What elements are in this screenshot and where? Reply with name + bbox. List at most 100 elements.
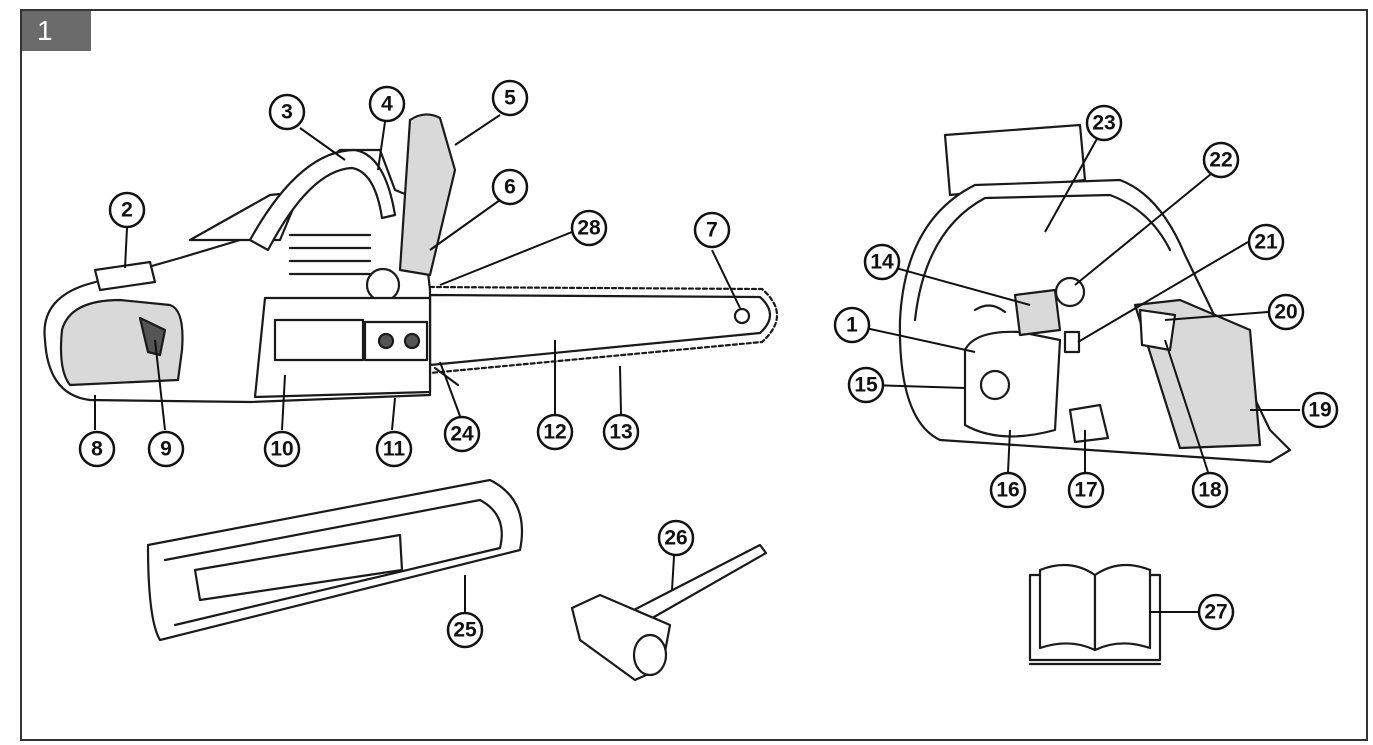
callout-7: 7	[693, 211, 731, 249]
svg-text:27: 27	[1204, 601, 1227, 624]
bar-nuts-plate-icon	[363, 320, 429, 362]
leader-9	[154, 339, 166, 431]
rear-handle-icon	[59, 298, 184, 387]
callout-17: 17	[1067, 471, 1105, 509]
leader-10	[281, 374, 286, 431]
leader-5	[454, 114, 501, 146]
svg-text:22: 22	[1209, 149, 1232, 172]
callout-19: 19	[1301, 391, 1339, 429]
leader-28	[439, 231, 573, 286]
leader-4	[377, 121, 386, 171]
bar-nose-sprocket-icon	[733, 307, 751, 325]
callout-1: 1	[833, 306, 871, 344]
svg-text:16: 16	[996, 479, 1019, 502]
svg-text:12: 12	[543, 421, 566, 444]
svg-text:7: 7	[706, 219, 718, 242]
leader-7	[711, 249, 741, 309]
callout-21: 21	[1247, 223, 1285, 261]
svg-text:25: 25	[453, 619, 477, 642]
callout-2: 2	[108, 191, 146, 229]
instruction-manual-book-icon	[1028, 563, 1162, 666]
svg-text:3: 3	[281, 101, 293, 124]
starter-housing-icon	[963, 330, 1062, 438]
primer-bulb-icon	[1063, 330, 1081, 354]
svg-text:1: 1	[846, 314, 858, 337]
rear-view-hand-guard-icon	[943, 123, 1087, 197]
leader-13	[619, 365, 622, 415]
leader-20	[1164, 311, 1269, 321]
svg-text:26: 26	[664, 527, 687, 550]
leader-6	[429, 199, 501, 251]
spark-plug-wrench-icon	[570, 543, 768, 682]
spark-plug-cap-icon	[1054, 276, 1086, 308]
callout-22: 22	[1202, 141, 1240, 179]
callout-12: 12	[536, 413, 574, 451]
leader-2	[124, 227, 128, 269]
callout-26: 26	[657, 519, 695, 557]
figure-border	[20, 9, 1368, 741]
bar-nut-1-icon	[377, 332, 395, 350]
bar-nut-2-icon	[403, 332, 421, 350]
callout-8: 8	[78, 430, 116, 468]
callout-9: 9	[147, 430, 185, 468]
air-filter-cover-icon	[1013, 288, 1062, 337]
svg-text:11: 11	[383, 438, 406, 461]
callout-25: 25	[446, 611, 484, 649]
decompression-valve-icon	[973, 304, 1007, 314]
bar-cover-icon	[146, 478, 524, 642]
callout-6: 6	[491, 168, 529, 206]
rear-view-switch-icon	[1138, 308, 1177, 352]
callout-16: 16	[989, 471, 1027, 509]
leader-22	[1074, 164, 1223, 286]
callout-11: 11	[375, 430, 413, 468]
callout-4: 4	[368, 85, 406, 123]
leader-24	[439, 361, 461, 417]
callout-28: 28	[570, 209, 608, 247]
svg-text:13: 13	[609, 421, 632, 444]
figure-number-tag: 1	[21, 10, 91, 51]
svg-text:17: 17	[1074, 479, 1097, 502]
callout-15: 15	[847, 366, 885, 404]
svg-text:18: 18	[1198, 479, 1222, 502]
leader-15	[869, 384, 966, 389]
cylinder-fins-icon	[288, 233, 372, 276]
callout-10: 10	[263, 430, 301, 468]
svg-text:14: 14	[870, 251, 894, 274]
callout-20: 20	[1267, 293, 1305, 331]
svg-text:8: 8	[91, 438, 103, 461]
svg-text:5: 5	[504, 87, 516, 110]
svg-text:15: 15	[854, 374, 878, 397]
svg-text:6: 6	[504, 176, 516, 199]
callout-24: 24	[443, 415, 481, 453]
callout-14: 14	[863, 243, 901, 281]
choke-knob-icon	[93, 260, 157, 292]
chainsaw-side-view-icon	[43, 113, 778, 404]
svg-text:19: 19	[1308, 399, 1331, 422]
throttle-trigger-icon	[138, 316, 167, 357]
leader-18	[1164, 339, 1209, 473]
callout-5: 5	[491, 79, 529, 117]
svg-text:20: 20	[1274, 301, 1297, 324]
callout-13: 13	[602, 413, 640, 451]
svg-text:28: 28	[577, 217, 601, 240]
svg-text:24: 24	[450, 423, 474, 446]
leader-16	[1007, 429, 1011, 473]
chainsaw-rear-view-icon	[898, 123, 1292, 464]
oil-tank-cap-icon	[365, 267, 401, 303]
leader-11	[391, 397, 396, 431]
leader-23	[1044, 127, 1104, 233]
leader-1	[851, 324, 976, 353]
svg-text:9: 9	[160, 438, 172, 461]
leader-14	[884, 264, 1031, 306]
fuel-tank-cap-icon	[1068, 403, 1110, 444]
front-handle-icon	[248, 148, 397, 252]
leader-21	[1077, 241, 1249, 343]
chain-brake-hand-guard-icon	[398, 113, 457, 277]
callout-27: 27	[1197, 593, 1235, 631]
guide-bar-icon	[428, 293, 772, 367]
svg-text:21: 21	[1254, 231, 1278, 254]
leader-3	[299, 127, 346, 161]
callout-18: 18	[1191, 471, 1229, 509]
